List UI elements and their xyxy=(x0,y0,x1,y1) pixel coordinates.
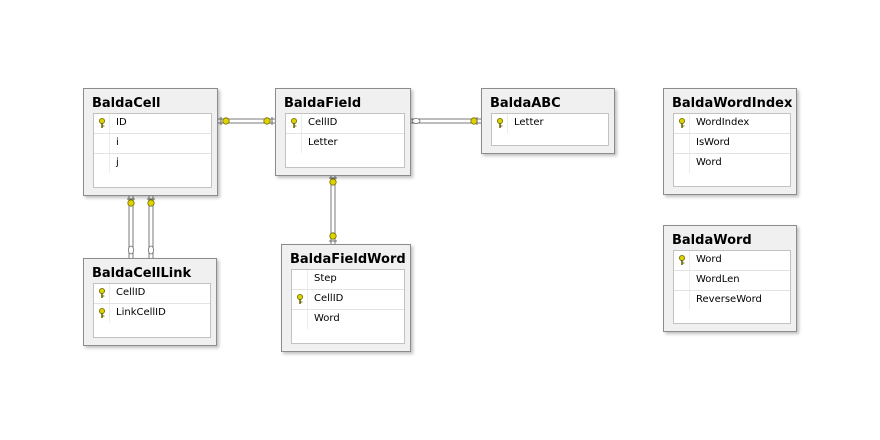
primary-key-icon xyxy=(679,118,685,128)
table-title: BaldaCell xyxy=(92,96,161,111)
table-baldaword[interactable]: BaldaWord Word WordLen ReverseWord xyxy=(663,225,797,332)
primary-key-icon xyxy=(99,288,105,298)
primary-key-icon xyxy=(497,118,503,128)
table-baldaabc[interactable]: BaldaABC Letter xyxy=(481,88,615,154)
column-row[interactable]: CellID xyxy=(286,114,404,134)
key-cell xyxy=(674,271,690,290)
column-grid: CellID Letter xyxy=(285,113,405,168)
table-title: BaldaFieldWord xyxy=(290,252,406,267)
relationship-endpoint-many-icon xyxy=(128,118,421,255)
column-grid: Step CellID Word xyxy=(291,269,405,344)
column-name: ID xyxy=(116,117,127,128)
table-baldawordindex[interactable]: BaldaWordIndex WordIndex IsWord Word xyxy=(663,88,797,195)
key-cell xyxy=(286,114,302,133)
primary-key-icon xyxy=(291,118,297,128)
primary-key-icon xyxy=(99,308,105,318)
table-title: BaldaWordIndex xyxy=(672,96,793,111)
column-name: j xyxy=(116,157,119,168)
column-name: Step xyxy=(314,273,337,284)
column-row[interactable]: Word xyxy=(674,154,790,174)
table-baldacelllink[interactable]: BaldaCellLink CellID LinkCellID xyxy=(83,258,217,346)
table-baldacell[interactable]: BaldaCell ID i j xyxy=(83,88,218,196)
key-cell xyxy=(286,134,302,153)
column-name: Letter xyxy=(514,117,544,128)
primary-key-icon xyxy=(679,255,685,265)
table-baldafieldword[interactable]: BaldaFieldWord Step CellID Word xyxy=(281,244,411,352)
key-cell xyxy=(292,290,308,309)
column-row[interactable]: WordLen xyxy=(674,271,790,291)
column-grid: ID i j xyxy=(93,113,212,188)
key-cell xyxy=(674,134,690,153)
column-grid: WordIndex IsWord Word xyxy=(673,113,791,187)
column-name: Word xyxy=(696,254,722,265)
column-row[interactable]: j xyxy=(94,154,211,174)
column-row[interactable]: IsWord xyxy=(674,134,790,154)
column-name: CellID xyxy=(308,117,338,128)
table-title: BaldaField xyxy=(284,96,362,111)
column-row[interactable]: LinkCellID xyxy=(94,304,210,324)
column-row[interactable]: Word xyxy=(674,251,790,271)
key-cell xyxy=(292,270,308,289)
column-row[interactable]: CellID xyxy=(292,290,404,310)
column-row[interactable]: Letter xyxy=(286,134,404,154)
column-name: WordIndex xyxy=(696,117,750,128)
column-row[interactable]: Letter xyxy=(492,114,608,134)
key-cell xyxy=(292,310,308,329)
primary-key-icon xyxy=(297,294,303,304)
column-row[interactable]: i xyxy=(94,134,211,154)
column-name: IsWord xyxy=(696,137,730,148)
key-cell xyxy=(674,154,690,173)
column-name: Letter xyxy=(308,137,338,148)
key-cell xyxy=(94,114,110,133)
column-name: Word xyxy=(314,313,340,324)
column-grid: Letter xyxy=(491,113,609,146)
key-cell xyxy=(94,134,110,153)
key-cell xyxy=(94,154,110,173)
column-name: CellID xyxy=(116,287,146,298)
column-row[interactable]: ID xyxy=(94,114,211,134)
column-name: i xyxy=(116,137,119,148)
primary-key-icon xyxy=(99,118,105,128)
column-row[interactable]: CellID xyxy=(94,284,210,304)
column-name: CellID xyxy=(314,293,344,304)
key-cell xyxy=(674,114,690,133)
column-grid: CellID LinkCellID xyxy=(93,283,211,338)
key-cell xyxy=(674,251,690,270)
relationship-endpoint-key-icon xyxy=(127,117,478,240)
key-cell xyxy=(94,284,110,303)
column-row[interactable]: WordIndex xyxy=(674,114,790,134)
key-cell xyxy=(674,291,690,310)
table-title: BaldaABC xyxy=(490,96,561,111)
column-name: ReverseWord xyxy=(696,294,762,305)
key-cell xyxy=(492,114,508,133)
column-row[interactable]: ReverseWord xyxy=(674,291,790,311)
column-row[interactable]: Word xyxy=(292,310,404,330)
table-baldafield[interactable]: BaldaField CellID Letter xyxy=(275,88,411,176)
table-title: BaldaCellLink xyxy=(92,266,192,281)
column-name: WordLen xyxy=(696,274,740,285)
table-title: BaldaWord xyxy=(672,233,752,248)
column-name: Word xyxy=(696,157,722,168)
column-row[interactable]: Step xyxy=(292,270,404,290)
column-grid: Word WordLen ReverseWord xyxy=(673,250,791,324)
column-name: LinkCellID xyxy=(116,307,166,318)
key-cell xyxy=(94,304,110,323)
